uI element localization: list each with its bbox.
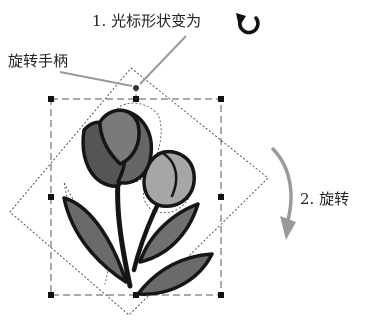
leader-line-handle — [59, 71, 133, 87]
handle-bottom-right[interactable] — [218, 292, 224, 298]
rotate-cursor-icon — [236, 13, 260, 35]
tulip-flower-center-petal — [98, 108, 141, 166]
rotation-handle[interactable] — [133, 85, 139, 99]
handle-top-left[interactable] — [48, 96, 54, 102]
handle-middle-right[interactable] — [218, 194, 224, 200]
tulip-leaf-middle — [138, 202, 200, 264]
handle-bottom-left[interactable] — [48, 292, 54, 298]
step2-label: 2. 旋转 — [300, 190, 350, 208]
step1-label: 1. 光标形状变为 — [92, 12, 202, 30]
tulip-bud-petal — [162, 152, 178, 198]
handle-middle-left[interactable] — [48, 194, 54, 200]
leader-line-step1 — [139, 35, 187, 85]
tulip-leaf-bottom — [136, 252, 214, 296]
rotated-preview-frame — [9, 67, 269, 316]
handle-bottom-center[interactable] — [133, 292, 139, 298]
tulip-bud — [142, 149, 196, 208]
curved-arrow-icon — [270, 146, 296, 240]
handle-top-right[interactable] — [218, 96, 224, 102]
tulip-leaf-left — [62, 196, 128, 284]
rotation-handle-label: 旋转手柄 — [8, 52, 69, 70]
tulip-illustration — [62, 108, 214, 296]
tulip-stem-left — [115, 179, 133, 289]
